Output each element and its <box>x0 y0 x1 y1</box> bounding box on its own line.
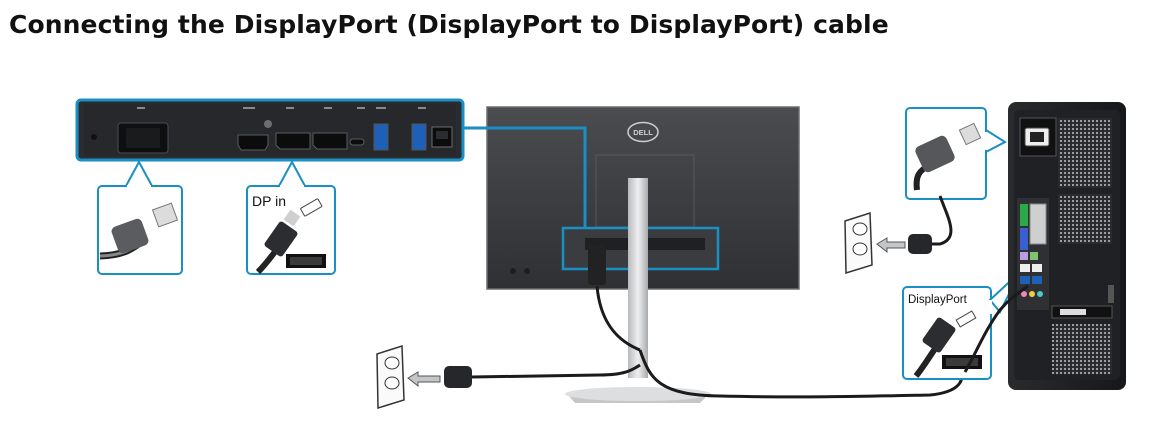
pc-dp-callout: DisplayPort <box>902 271 1021 380</box>
monitor-stand <box>628 178 648 378</box>
wall-outlet-icon <box>844 211 932 275</box>
monitor-dp-plug <box>588 245 606 285</box>
monitor-power-callout <box>97 159 183 275</box>
monitor-rear-icon: DELL <box>486 106 800 403</box>
power-cord-plug-icon <box>99 202 179 260</box>
displayport-plug-icon <box>913 317 956 378</box>
monitor-io-panel <box>75 98 465 162</box>
power-cord-plug-icon <box>913 122 982 191</box>
dell-logo-text: DELL <box>633 128 653 137</box>
dell-logo-icon: DELL <box>627 121 659 143</box>
monitor-power-cable <box>471 363 641 379</box>
wall-outlet-icon <box>376 344 472 410</box>
pc-power-callout <box>905 107 1007 200</box>
displayport-cable <box>638 349 964 399</box>
displayport-plug-icon <box>255 209 301 275</box>
monitor-dp-callout: DP in <box>246 159 336 275</box>
displayport-label: DisplayPort <box>908 294 968 306</box>
page-title: Connecting the DisplayPort (DisplayPort … <box>9 10 889 39</box>
desktop-tower-icon <box>1008 102 1126 390</box>
callout-leader-line <box>463 126 587 228</box>
dp-in-label: DP in <box>252 193 286 209</box>
